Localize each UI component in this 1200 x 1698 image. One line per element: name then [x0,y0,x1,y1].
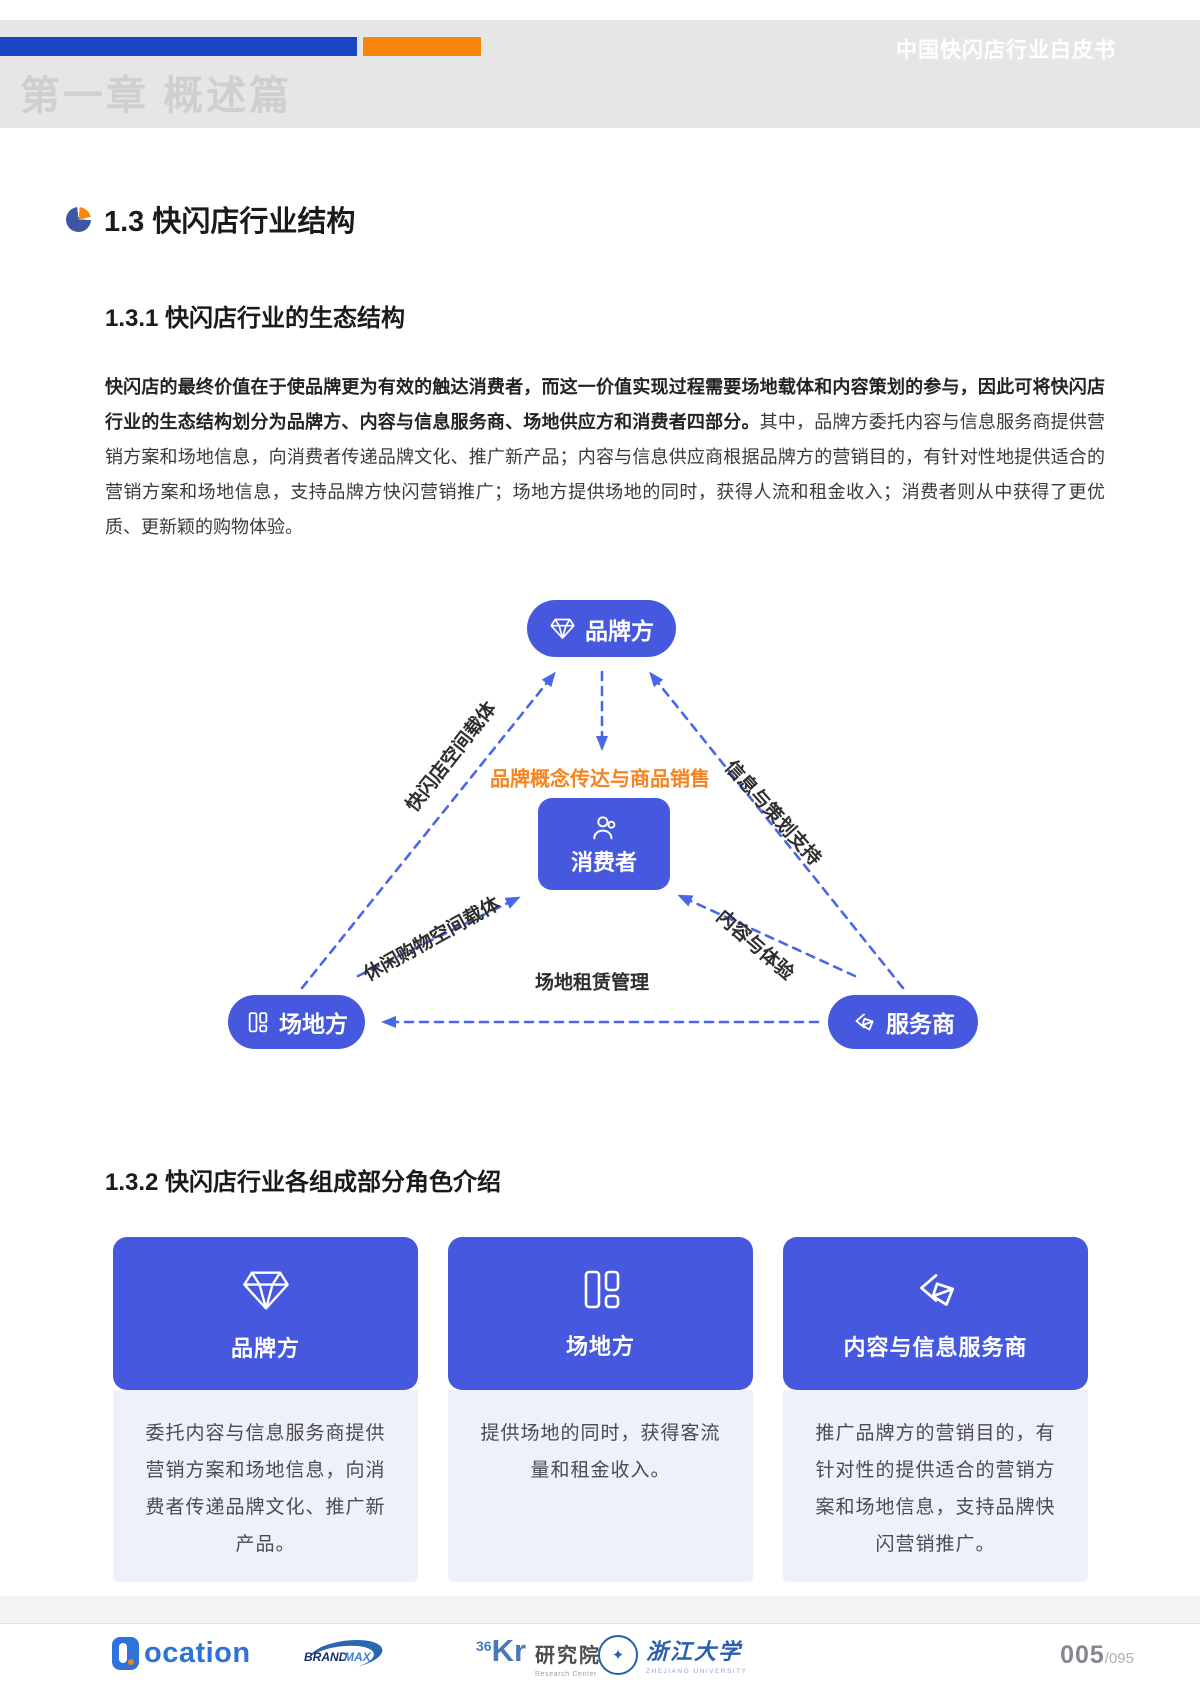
diamond-icon [550,618,575,639]
card-provider-title: 内容与信息服务商 [843,1335,1028,1360]
document-title: 中国快闪店行业白皮书 [896,39,1116,62]
consumer-icon [593,815,616,839]
ecosystem-diagram: 品牌方 消费者 场地方 服务商 [150,540,1050,1052]
card-venue-title: 场地方 [565,1334,635,1359]
footer-strip [0,1596,1200,1623]
label-brand-concept: 品牌概念传达与商品销售 [490,768,710,791]
arrow-provider-to-consumer [677,894,857,978]
node-consumer: 消费者 [538,798,670,890]
location-logo: ocation [112,1637,251,1670]
paragraph-regular-segment: 其中，品牌方委托内容与信息服务商提供营销方案和场地信息，向消费者传递品牌文化、推… [105,412,1106,537]
node-brand-label: 品牌方 [585,617,654,644]
section-heading-row: 1.3 快闪店行业结构 [66,198,355,240]
node-venue-label: 场地方 [279,1011,348,1037]
share-icon [919,1274,954,1306]
pie-chart-icon [66,206,91,232]
diamond-icon [242,1271,289,1310]
arrow-venue-to-consumer [356,896,521,978]
brandmax-max-text: MAX [344,1650,372,1664]
page-number-total: /095 [1104,1650,1134,1667]
body-paragraph: 快闪店的最终价值在于使品牌更为有效的触达消费者，而这一价值实现过程需要场地载体和… [105,370,1105,545]
arrow-venue-to-brand [300,671,556,990]
subsection-title-132: 1.3.2 快闪店行业各组成部分角色介绍 [105,1169,502,1196]
card-brand-description: 委托内容与信息服务商提供营销方案和场地信息，向消费者传递品牌文化、推广新产品。 [113,1390,418,1582]
paragraph-bold-segment: 快闪店的最终价值在于使品牌更为有效的触达消费者，而这一价值实现过程需要场地载体和… [105,377,1105,432]
node-venue: 场地方 [228,995,365,1049]
card-venue-header: 场地方 [448,1237,753,1390]
arrow-provider-to-brand [649,671,905,990]
card-venue-description: 提供场地的同时，获得客流量和租金收入。 [448,1390,753,1582]
share-icon [855,1013,874,1031]
zju-seal-icon: ✦ [598,1634,638,1675]
page-number: 005 /095 [1060,1641,1134,1670]
card-brand-header: 品牌方 [113,1237,418,1390]
venue-icon [248,1011,268,1032]
node-brand: 品牌方 [527,600,676,657]
zju-logo: ✦ 浙江大学 ZHEJIANG UNIVERSITY [598,1634,747,1675]
36kr-number: 36 [476,1638,492,1654]
header-blue-bar [0,37,357,56]
node-consumer-label: 消费者 [570,849,637,875]
node-provider: 服务商 [828,995,978,1049]
location-wordmark: ocation [144,1637,251,1669]
chapter-title: 第一章 概述篇 [20,74,293,118]
header-orange-bar [363,37,481,56]
page-number-current: 005 [1060,1641,1105,1669]
36kr-logo: 36 Kr 研究院 Research Center [476,1633,602,1678]
diagram-arrows [300,670,905,1028]
location-badge-icon [112,1637,139,1670]
subsection-title-131: 1.3.1 快闪店行业的生态结构 [105,305,406,332]
footer-divider [0,1623,1200,1624]
node-provider-label: 服务商 [886,1011,955,1037]
card-provider-header: 内容与信息服务商 [783,1237,1088,1390]
brandmax-swoosh-icon: BRAND MAX [304,1639,383,1672]
card-provider-description: 推广品牌方的营销目的，有针对性的提供适合的营销方案和场地信息，支持品牌快闪营销推… [783,1390,1088,1582]
label-venue-leasing: 场地租赁管理 [534,972,650,994]
brandmax-logo: BRAND MAX [300,1638,388,1681]
36kr-kr: Kr [491,1633,527,1668]
brandmax-brand-text: BRAND [304,1650,348,1664]
36kr-research-institute: 研究院 [535,1645,602,1667]
card-brand-title: 品牌方 [230,1336,300,1361]
venue-icon [584,1270,619,1309]
section-title: 1.3 快闪店行业结构 [104,206,356,238]
36kr-research-center: Research Center [535,1671,597,1678]
zju-name-en: ZHEJIANG UNIVERSITY [646,1668,748,1675]
zju-name-cn: 浙江大学 [646,1639,743,1664]
